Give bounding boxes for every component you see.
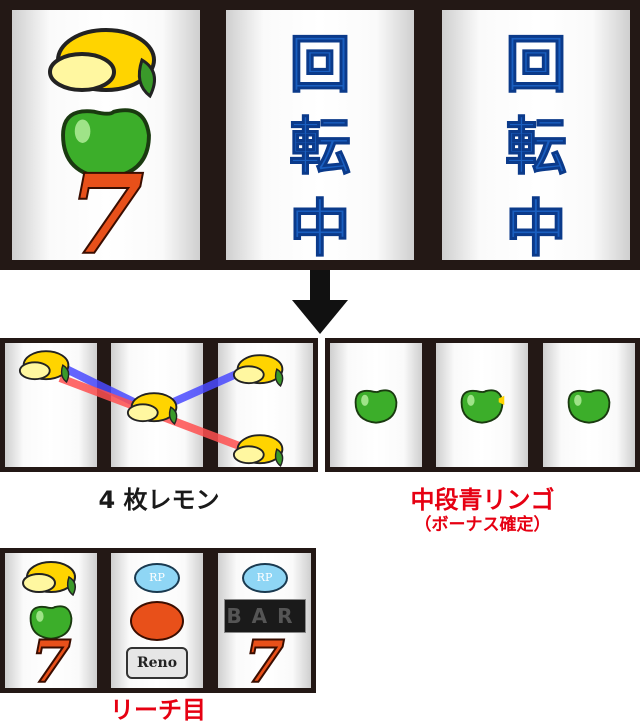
reel-center: 回転中 xyxy=(226,10,414,260)
reel xyxy=(543,343,635,467)
spin-char: 中 xyxy=(288,192,351,261)
spin-char: 転 xyxy=(288,110,351,184)
rp-icon: RP xyxy=(241,563,288,593)
seven-icon: 7 xyxy=(30,628,72,688)
spin-char: 回 xyxy=(504,28,567,102)
bar-icon: BAR xyxy=(223,599,306,633)
reel xyxy=(330,343,422,467)
bonus-confirmed-label: （ボーナス確定） xyxy=(414,515,551,535)
lemon-icon xyxy=(232,354,284,387)
top-reel-panel: 7 回転中 回転中 xyxy=(0,0,640,270)
four-lemon-label: 4 枚レモン xyxy=(98,486,220,514)
reel: 7 xyxy=(5,553,97,688)
seven-icon: 7 xyxy=(67,150,146,261)
spin-char: 転 xyxy=(504,110,567,184)
down-arrow-icon xyxy=(292,270,348,334)
reel-left: 7 xyxy=(12,10,200,260)
four-lemon-panel xyxy=(0,338,318,472)
lemon-icon xyxy=(48,28,157,98)
spin-char: 回 xyxy=(288,28,351,102)
reel: RP Reno xyxy=(111,553,203,688)
center-apple-label: 中段青リンゴ xyxy=(410,486,555,514)
reach-panel: 7 RP Reno RP BAR 7 xyxy=(0,548,316,693)
apple-icon xyxy=(354,389,398,424)
rp-icon: RP xyxy=(134,563,180,593)
pay-lines xyxy=(18,350,284,467)
center-apple-panel xyxy=(325,338,640,472)
spin-char: 中 xyxy=(504,192,567,261)
reel-right: 回転中 xyxy=(442,10,630,260)
seven-icon: 7 xyxy=(243,628,285,688)
reel xyxy=(436,343,528,467)
reach-label: リーチ目 xyxy=(110,696,206,724)
apple-icon xyxy=(460,389,505,424)
reel: RP BAR 7 xyxy=(218,553,311,688)
lemon-icon xyxy=(232,434,284,467)
apple-icon xyxy=(567,389,611,424)
lemon-icon xyxy=(22,561,77,596)
tomato-icon xyxy=(130,601,184,641)
reno-icon: Reno xyxy=(126,647,188,679)
